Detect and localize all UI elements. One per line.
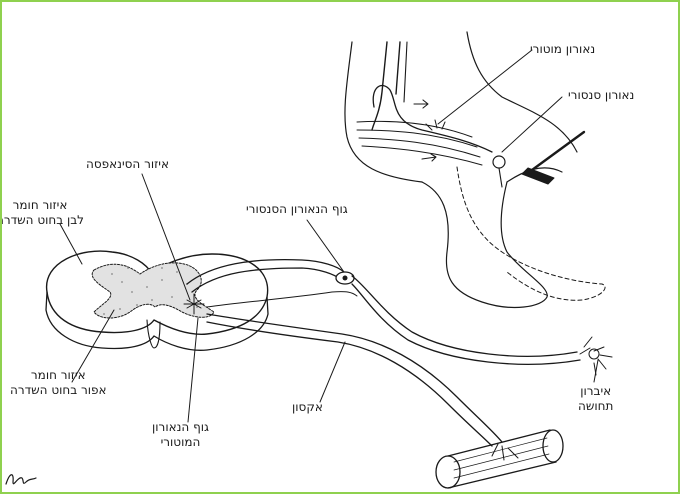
white-matter-label: איזור חומר לבן בחוט השדרה (0, 198, 84, 228)
motor-neuron-body-label: גוף הנאורון המוטורי (152, 420, 209, 450)
leg-drawing (344, 31, 606, 308)
gray-matter-line2: אפור בחוט השדרה (10, 383, 107, 397)
motor-neuron-body-line2: המוטורי (160, 435, 201, 449)
sensory-nerve (186, 259, 613, 376)
motor-neuron-body-line1: גוף הנאורון (152, 420, 209, 434)
sensory-neuron-body-text: גוף הנאורון הסנסורי (246, 202, 348, 216)
white-matter-line2: לבן בחוט השדרה (0, 213, 84, 227)
gray-matter-label: איזור חומר אפור בחוט השדרה (10, 368, 107, 398)
signature-mark (5, 474, 37, 485)
motor-neuron-text: נאורון מוטורי (530, 42, 596, 56)
synapse-area-text: איזור הסינאפסה (86, 157, 169, 171)
axon-text: אקסון (292, 400, 323, 414)
sensory-neuron-body-label: גוף הנאורון הסנסורי (246, 202, 348, 217)
axon-label: אקסון (292, 400, 323, 415)
leader-lines (59, 49, 599, 423)
sensory-neuron-text: נאורון סנסורי (568, 88, 635, 102)
spinal-cord-section (45, 250, 269, 351)
gray-matter-line1: איזור חומר (30, 368, 86, 382)
motor-neuron-label: נאורון מוטורי (530, 42, 595, 57)
sensory-neuron-label: נאורון סנסורי (568, 88, 634, 103)
white-matter-line1: איזור חומר (12, 198, 68, 212)
motor-nerve (183, 291, 519, 461)
synapse-area-label: איזור הסינאפסה (86, 157, 169, 172)
sense-organ-line2: תחושה (578, 399, 614, 413)
sense-organ-label: איברון תחושה (578, 384, 613, 414)
sense-organ-line1: איברון (580, 384, 612, 398)
muscle (435, 429, 564, 489)
